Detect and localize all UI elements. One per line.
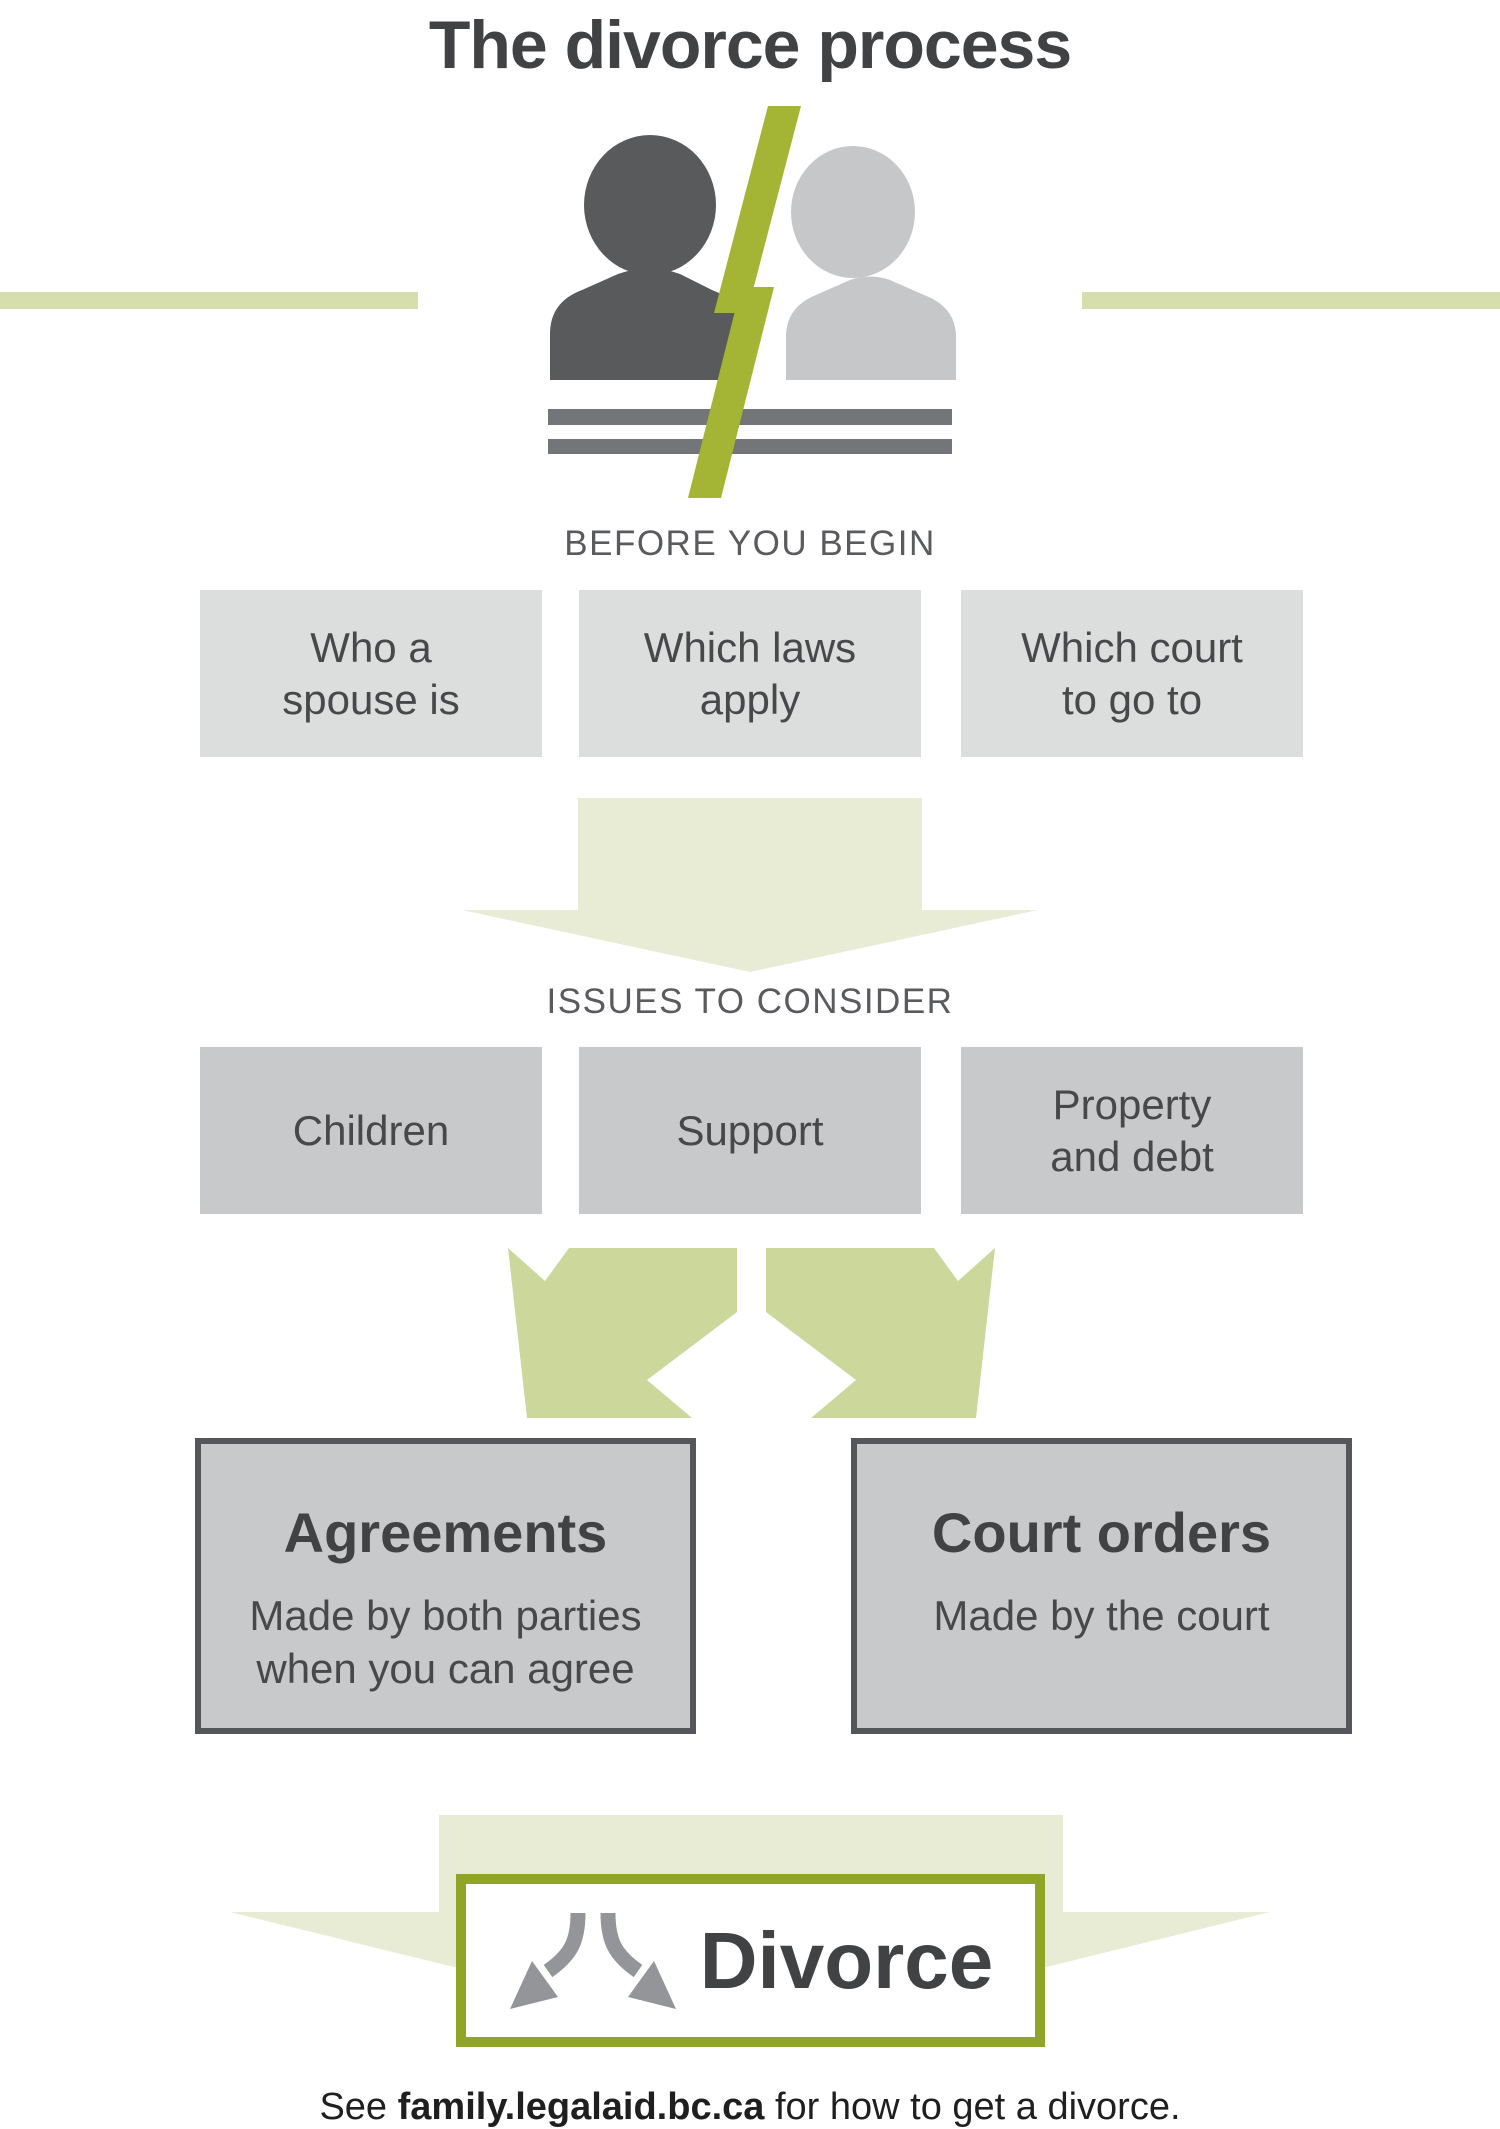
- ground-bar-1: [548, 409, 952, 425]
- agreements-description-line: Made by both parties: [249, 1592, 642, 1639]
- box-which-court-to-go-to: Which court to go to: [961, 590, 1303, 757]
- agreements-description-line: when you can agree: [256, 1645, 635, 1692]
- heading-issues-to-consider: ISSUES TO CONSIDER: [546, 982, 954, 1021]
- footer-note: See family.legalaid.bc.ca for how to get…: [0, 2086, 1500, 2129]
- box-label-line: spouse is: [282, 675, 460, 723]
- box-label-line: Who a: [310, 623, 432, 671]
- right-accent-bar: [1082, 292, 1500, 309]
- split-arrow-left: [508, 1248, 737, 1418]
- footer-text-suffix: for how to get a divorce.: [764, 2086, 1181, 2128]
- agreements-title: Agreements: [283, 1501, 608, 1564]
- box-property-and-debt: Property and debt: [961, 1047, 1303, 1214]
- converging-arrows-icon: [509, 1912, 676, 2009]
- box-label-line: Which laws: [643, 623, 857, 671]
- footer-text-prefix: See: [319, 2086, 398, 2128]
- court-orders-title: Court orders: [931, 1501, 1272, 1564]
- heading-before-you-begin: BEFORE YOU BEGIN: [564, 524, 936, 563]
- box-label-line: Property: [1052, 1080, 1212, 1128]
- box-support: Support: [579, 1047, 921, 1214]
- box-label-line: to go to: [1061, 675, 1203, 723]
- box-court-orders: Court orders Made by the court: [851, 1438, 1352, 1734]
- left-accent-bar: [0, 292, 418, 309]
- box-label-line: Which court: [1021, 623, 1243, 671]
- lightning-bolt-icon: [688, 106, 801, 498]
- box-agreements: Agreements Made by both parties when you…: [195, 1438, 696, 1734]
- box-label-line: Children: [292, 1106, 450, 1154]
- box-label-line: and debt: [1050, 1132, 1214, 1180]
- box-who-a-spouse-is: Who a spouse is: [200, 590, 542, 757]
- footer-url: family.legalaid.bc.ca: [397, 2086, 765, 2128]
- box-which-laws-apply: Which laws apply: [579, 590, 921, 757]
- divorce-label: Divorce: [699, 1915, 994, 2005]
- separating-couple-icon: [548, 106, 956, 498]
- box-label-line: apply: [699, 675, 801, 723]
- court-orders-description-line: Made by the court: [933, 1592, 1270, 1639]
- box-children: Children: [200, 1047, 542, 1214]
- split-arrow-right: [766, 1248, 995, 1418]
- divorce-result-box: Divorce: [456, 1874, 1045, 2047]
- down-arrow: [462, 798, 1038, 972]
- page-title: The divorce process: [428, 7, 1072, 83]
- ground-bar-2: [548, 439, 952, 454]
- box-label-line: Support: [676, 1106, 824, 1154]
